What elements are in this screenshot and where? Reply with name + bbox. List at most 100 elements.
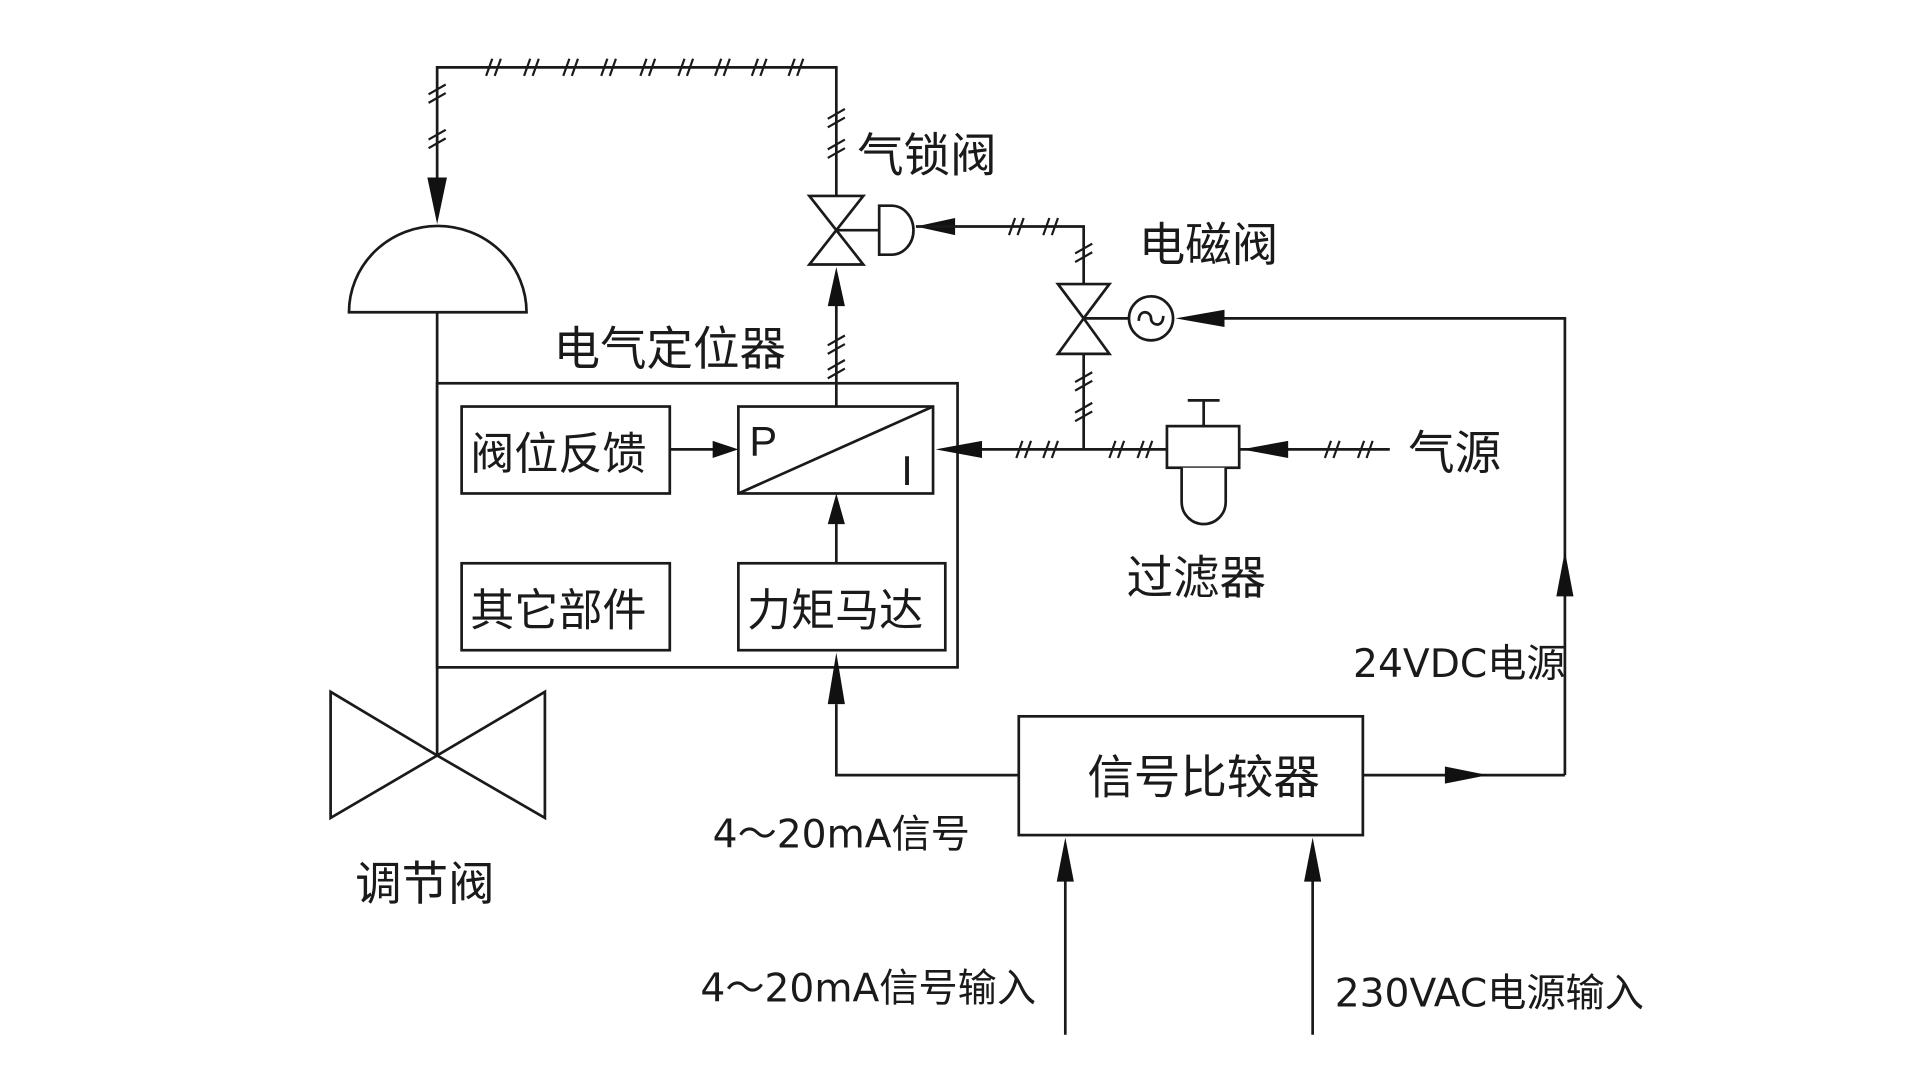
pneumatic-hatch-marks: [1323, 440, 1374, 459]
hatch-mark: [1116, 440, 1126, 459]
hatch-mark: [428, 92, 447, 104]
arrow-up-dc: [1556, 551, 1574, 597]
hatch-mark: [608, 58, 617, 77]
hatch-mark: [787, 58, 796, 77]
hatch-mark: [1050, 217, 1059, 236]
hatch-mark: [1007, 217, 1017, 236]
positioner-box: [435, 381, 959, 669]
hatch-mark: [531, 58, 540, 77]
hatch-mark: [428, 137, 447, 150]
hatch-mark: [1016, 217, 1025, 236]
arrow-up-ac-input: [1304, 837, 1322, 882]
arrow-up-signal-input: [1056, 837, 1074, 882]
hatch-mark: [570, 58, 579, 77]
other-parts-box: [460, 561, 672, 652]
valve-feedback-box: [460, 405, 672, 495]
air-lock-valve-icon: [806, 194, 915, 266]
solenoid-valve-label: 电磁阀: [1139, 218, 1279, 272]
arrow-up-to-motor: [827, 652, 845, 705]
hatch-mark: [1108, 440, 1117, 459]
hatch-mark: [827, 334, 846, 347]
hatch-mark: [750, 58, 759, 77]
filter-label: 过滤器: [1127, 551, 1267, 605]
arrow-left-to-pi: [935, 440, 983, 458]
solenoid-valve-icon: [1055, 282, 1175, 356]
hatch-mark: [714, 58, 723, 77]
hatch-mark: [796, 58, 805, 77]
hatch-mark: [677, 58, 686, 77]
valve-feedback-label: 阀位反馈: [470, 429, 646, 480]
hatch-mark: [428, 128, 447, 141]
hatch-mark: [1074, 379, 1093, 392]
hatch-mark: [827, 359, 846, 371]
pi-p-label: P: [749, 418, 777, 465]
pneumatic-hatch-marks: [827, 108, 846, 159]
hatch-mark: [639, 58, 648, 77]
hatch-mark: [1136, 440, 1145, 459]
arrow-left-to-filter: [1241, 440, 1289, 458]
dc-power-label: 24VDC电源: [1353, 642, 1565, 687]
hatch-mark: [827, 343, 846, 355]
pi-diagonal: [737, 405, 934, 495]
torque-motor-label: 力矩马达: [747, 586, 923, 637]
pneumatic-hatch-marks: [827, 334, 846, 380]
hatch-mark: [1074, 410, 1093, 423]
arrow-left-to-solenoid: [1175, 309, 1225, 327]
arrow-down-to-actuator: [427, 177, 447, 225]
other-parts-label: 其它部件: [470, 586, 646, 637]
hatch-mark: [827, 367, 846, 380]
hatch-mark: [827, 147, 846, 159]
hatch-mark: [1023, 440, 1033, 459]
hatch-mark: [523, 58, 532, 77]
pneumatic-hatch-marks: [1074, 371, 1093, 423]
actuator-diaphragm-icon: [347, 224, 528, 314]
hatch-mark: [1042, 440, 1051, 459]
hatch-mark: [562, 58, 571, 77]
pneumatic-hatch-marks: [1074, 242, 1093, 263]
hatch-mark: [685, 58, 695, 77]
positioner-label: 电气定位器: [553, 322, 786, 376]
pneumatic-hatch-marks: [485, 58, 805, 77]
air-source-label: 气源: [1408, 426, 1501, 480]
signal-input-label: 4～20mA信号输入: [700, 967, 1036, 1012]
hatch-mark: [722, 58, 731, 77]
hatch-mark: [1365, 440, 1374, 459]
hatch-mark: [600, 58, 609, 77]
hatch-mark: [647, 58, 657, 77]
comparator-to-motor-line: [834, 704, 1019, 777]
hatch-mark: [827, 108, 846, 120]
arrow-right-to-pi: [712, 440, 739, 458]
hatch-mark: [1050, 440, 1059, 459]
hatch-mark: [1074, 371, 1093, 383]
torque-motor-box: [737, 561, 947, 652]
dc-power-line: [1200, 317, 1567, 776]
hatch-mark: [1074, 401, 1093, 414]
arrow-up-to-airlock: [827, 266, 845, 307]
actuator-supply-pipe: [427, 58, 846, 225]
hatch-mark: [1074, 251, 1093, 263]
pneumatic-hatch-marks: [1015, 440, 1154, 459]
ac-power-input-label: 230VAC电源输入: [1335, 972, 1644, 1017]
pneumatic-hatch-marks: [1007, 217, 1059, 236]
hatch-mark: [759, 58, 768, 77]
hatch-mark: [1042, 217, 1051, 236]
arrow-right-dc: [1444, 766, 1488, 784]
hatch-mark: [1323, 440, 1333, 459]
hatch-mark: [428, 83, 447, 96]
hatch-mark: [485, 58, 494, 77]
air-lock-valve-label: 气锁阀: [857, 128, 997, 182]
pi-i-label: I: [901, 447, 913, 494]
control-valve-icon: [329, 689, 547, 821]
hatch-mark: [493, 58, 502, 77]
hatch-mark: [827, 116, 846, 129]
pneumatic-hatch-marks: [428, 83, 447, 150]
arrow-up-to-pi: [827, 493, 845, 525]
hatch-mark: [1356, 440, 1366, 459]
hatch-mark: [1074, 242, 1093, 255]
hatch-mark: [1332, 440, 1341, 459]
signal-4-20-label: 4～20mA信号: [713, 812, 970, 857]
solenoid-to-airlock-pipe: [915, 225, 1086, 285]
filter-icon: [1165, 399, 1241, 526]
hatch-mark: [1145, 440, 1154, 459]
